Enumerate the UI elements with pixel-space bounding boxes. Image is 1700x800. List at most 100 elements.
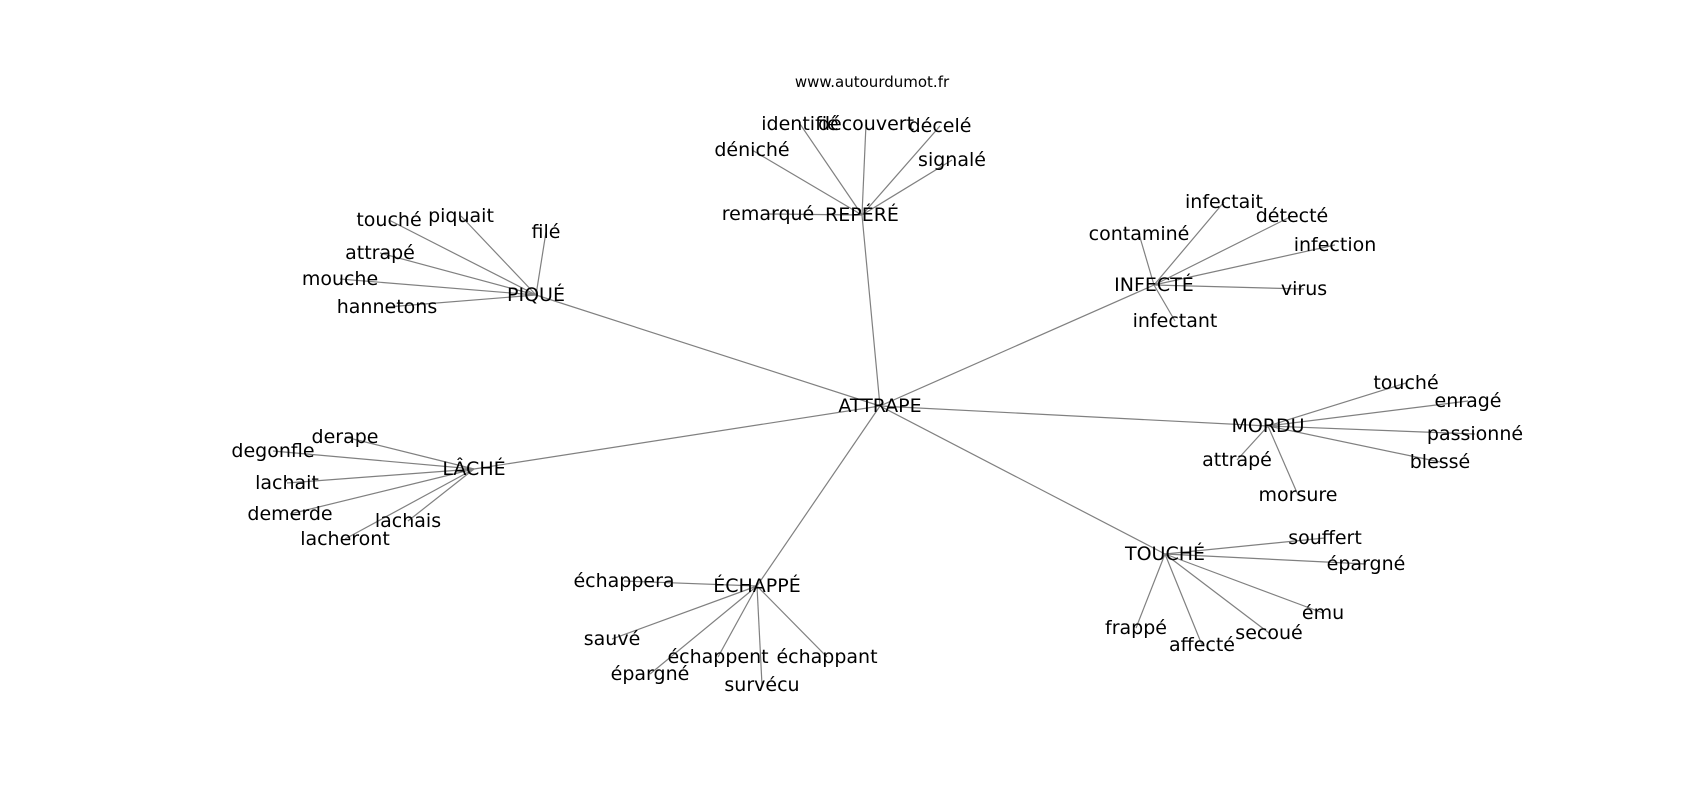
word-node: remarqué	[722, 203, 815, 225]
edge-hub-to-word	[861, 125, 941, 216]
word-node: touché	[1373, 372, 1438, 394]
word-node: infectait	[1185, 191, 1263, 213]
edge-hub-to-word	[386, 294, 537, 308]
edge-hub-to-word	[1138, 233, 1155, 286]
word-node: frappé	[1105, 617, 1167, 639]
edge-hub-to-word	[1164, 553, 1203, 646]
word-node: ému	[1302, 602, 1344, 624]
hub-node: ÉCHAPPÉ	[713, 574, 800, 597]
word-node: souffert	[1288, 527, 1362, 549]
edge-hub-to-word	[379, 252, 537, 296]
site-url: www.autourdumot.fr	[795, 73, 950, 91]
edge-center-to-hub	[879, 284, 1155, 407]
edge-hub-to-word	[623, 580, 758, 587]
edge-hub-to-word	[407, 468, 475, 522]
edge-hub-to-word	[1267, 425, 1476, 435]
word-node: filé	[532, 221, 561, 243]
edge-hub-to-word	[756, 585, 763, 686]
edge-hub-to-word	[751, 149, 863, 216]
edge-hub-to-word	[1164, 537, 1326, 555]
word-node: morsure	[1259, 484, 1338, 506]
edge-hub-to-word	[1153, 201, 1225, 286]
edge-hub-to-word	[344, 468, 475, 540]
edge-hub-to-word	[611, 585, 758, 640]
edge-hub-to-word	[756, 585, 828, 658]
word-node: derape	[312, 426, 379, 448]
hub-node: REPÉRÉ	[825, 203, 899, 226]
word-node: infection	[1294, 234, 1377, 256]
edges	[272, 123, 1476, 686]
hub-node: INFECTÉ	[1114, 273, 1194, 296]
edge-hub-to-word	[1153, 284, 1176, 322]
edge-hub-to-word	[799, 123, 863, 216]
word-node: touché	[356, 209, 421, 231]
word-node: demerde	[247, 503, 332, 525]
edge-hub-to-word	[861, 123, 867, 216]
edge-center-to-hub	[879, 405, 1269, 427]
word-node: contaminé	[1089, 223, 1190, 245]
word-node: déniché	[714, 139, 789, 161]
word-node: lachait	[255, 472, 319, 494]
word-node: découvert	[818, 113, 914, 135]
word-node: épargné	[611, 663, 690, 685]
word-node: lacheront	[300, 528, 390, 550]
hub-node: MORDU	[1231, 415, 1304, 437]
edge-hub-to-word	[1153, 244, 1336, 286]
edge-hub-to-word	[1236, 425, 1269, 461]
word-node: attrapé	[1202, 449, 1272, 471]
edge-hub-to-word	[1164, 553, 1324, 614]
edge-hub-to-word	[388, 219, 537, 296]
word-node: attrapé	[345, 242, 415, 264]
hub-node: LÂCHÉ	[442, 457, 505, 480]
edge-center-to-hub	[879, 405, 1166, 555]
word-node: piquait	[428, 205, 494, 227]
word-node: affecté	[1169, 634, 1235, 656]
word-node: secoué	[1235, 622, 1302, 644]
edge-hub-to-word	[286, 468, 475, 484]
edge-hub-to-word	[535, 231, 547, 296]
edge-hub-to-word	[767, 213, 863, 216]
word-node: passionné	[1427, 423, 1523, 445]
edge-hub-to-word	[861, 159, 953, 216]
edge-hub-to-word	[339, 278, 537, 296]
word-node: signalé	[918, 149, 986, 171]
word-node: hannetons	[337, 296, 437, 318]
edge-hub-to-word	[1267, 425, 1299, 496]
word-node: identifié	[761, 113, 838, 135]
edge-hub-to-word	[1164, 553, 1270, 634]
center-node: ATTRAPE	[838, 395, 921, 417]
edge-hub-to-word	[272, 450, 475, 470]
word-node: enragé	[1435, 390, 1502, 412]
edge-center-to-hub	[535, 294, 881, 407]
edge-hub-to-word	[460, 215, 537, 296]
edge-hub-to-word	[1267, 382, 1407, 427]
edge-hub-to-word	[1153, 284, 1305, 290]
word-node: blessé	[1410, 451, 1471, 473]
word-node: infectant	[1133, 310, 1218, 332]
word-node: sauvé	[584, 628, 641, 650]
word-node: échappant	[776, 646, 877, 668]
word-node: lachais	[375, 510, 441, 532]
edge-hub-to-word	[1267, 425, 1441, 463]
word-node: survécu	[724, 674, 799, 696]
edge-hub-to-word	[1164, 553, 1367, 565]
word-node: degonfle	[231, 440, 314, 462]
edge-hub-to-word	[1135, 553, 1166, 629]
hub-node: TOUCHÉ	[1124, 542, 1205, 565]
edge-center-to-hub	[473, 405, 881, 470]
edge-hub-to-word	[1153, 215, 1293, 286]
word-node: détecté	[1256, 205, 1328, 227]
hub-node: PIQUÉ	[507, 283, 565, 306]
edge-hub-to-word	[1267, 400, 1469, 427]
edge-hub-to-word	[344, 436, 475, 470]
edge-center-to-hub	[861, 214, 881, 407]
word-node: échappera	[573, 570, 674, 592]
word-node: échappent	[667, 646, 768, 668]
edge-hub-to-word	[649, 585, 758, 675]
edge-hub-to-word	[717, 585, 758, 658]
word-node: virus	[1281, 278, 1327, 300]
nodes: ATTRAPEREPÉRÉidentifiédécouvertdécelésig…	[231, 113, 1523, 696]
edge-center-to-hub	[756, 405, 881, 587]
word-node: épargné	[1327, 553, 1406, 575]
